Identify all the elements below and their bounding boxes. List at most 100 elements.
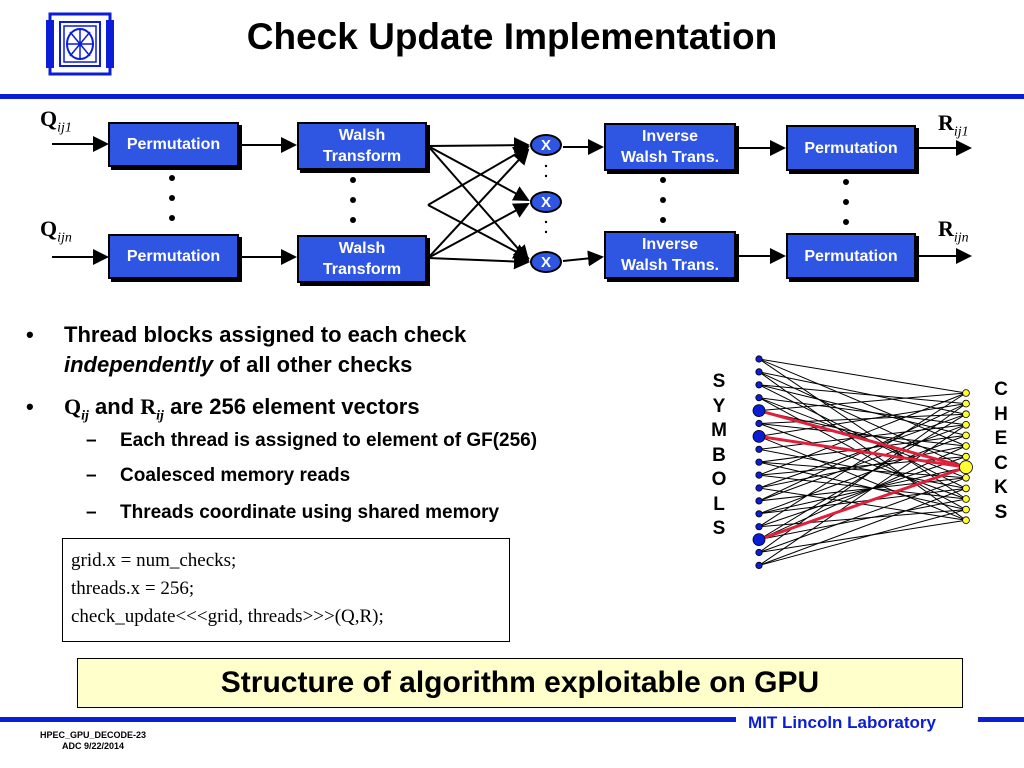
symbol-node [755,458,763,466]
symbol-node [755,381,763,389]
check-node [962,410,970,419]
graph-edge [758,509,967,566]
page-title: Check Update Implementation [246,16,778,57]
x-inv-arrow-bottom [562,250,604,267]
symbol-node [755,394,763,402]
graph-edge [758,358,967,394]
graph-edge [758,498,967,541]
check-node [959,460,973,475]
graph-edge [758,477,967,502]
bullet-dot: • [26,394,34,419]
multiply-node-top: X [530,134,562,156]
graph-edge [758,477,967,553]
graph-edge [758,445,967,489]
bottom-rule-left [0,717,736,722]
check-update-diagram [52,136,972,270]
graph-edge [758,392,967,412]
symbol-node [752,404,766,418]
ellipsis-dots [169,164,849,234]
graph-edge [758,424,967,502]
graph-edge [758,519,967,553]
check-node [962,399,970,408]
code-line: threads.x = 256; [71,578,195,599]
lab-name: MIT Lincoln Laboratory [748,713,936,732]
symbol-node [752,429,766,443]
graph-edge [758,487,967,566]
check-node [962,431,970,440]
graph-edge [758,384,967,405]
check-node [962,473,970,482]
sub-bullet-1: –Each thread is assigned to element of G… [86,430,538,451]
bullet-dot: • [26,322,34,347]
symbol-node [752,533,766,546]
permutation-box-out-top: Permutation [786,125,916,171]
check-node [962,505,970,514]
symbol-node [755,471,763,479]
symbol-node [755,548,763,557]
graph-edge [758,456,967,528]
graph-edge [758,474,967,500]
graph-edge [758,397,967,511]
check-node [962,452,970,461]
input-label-top: Qij1 [40,106,72,136]
graph-edge [758,434,967,463]
graph-edge [758,461,967,479]
highlight-edge [758,409,967,469]
multiply-node-middle: X [530,191,562,213]
output-label-bottom: Rijn [938,216,969,246]
permutation-box-out-bottom: Permutation [786,233,916,279]
graph-edge [758,392,967,476]
code-line: check_update<<<grid, threads>>>(Q,R); [71,606,384,627]
graph-edge [758,423,967,500]
multiply-node-bottom: X [530,251,562,273]
bottom-rule-right [978,717,1024,722]
symbol-node [755,368,763,376]
permutation-box-top: Permutation [108,122,239,167]
slide-footer: HPEC_GPU_DECODE-23 ADC 9/22/2014 [40,730,147,751]
symbol-node [755,510,763,518]
symbol-node [755,419,763,428]
symbol-node [755,445,763,453]
symbol-node [755,561,763,570]
bullet-1: • Thread blocks assigned to each check i… [26,322,467,377]
graph-edge [758,413,967,541]
graph-edge [758,403,967,437]
graph-edge [758,456,967,476]
graph-edge [758,424,967,566]
input-label-bottom: Qijn [40,216,72,246]
sub-bullet-3: –Threads coordinate using shared memory [86,502,500,523]
permutation-box-bottom: Permutation [108,234,239,279]
check-node [962,495,970,503]
mit-ll-logo [44,10,116,78]
check-node [962,389,970,397]
highlight-edge [758,434,967,469]
summary-banner: Structure of algorithm exploitable on GP… [77,658,963,708]
tanner-graph [752,355,973,570]
graph-edge [758,466,967,515]
sub-bullet-2: –Coalesced memory reads [86,465,351,486]
check-node [962,442,970,450]
graph-edge [758,487,967,515]
bullet-2: • Qij and Rij are 256 element vectors [26,394,420,424]
graph-edge [758,358,967,447]
top-rule [0,94,1024,99]
symbol-node [755,484,763,492]
check-node [962,516,970,524]
graph-edge [758,392,967,528]
code-line: grid.x = num_checks; [71,550,237,571]
code-snippet-box: grid.x = num_checks; threads.x = 256; ch… [62,538,510,642]
highlight-edge [758,465,967,542]
output-label-top: Rij1 [938,110,969,140]
symbol-node [755,497,763,505]
symbol-node [755,523,763,531]
symbol-node [755,355,763,363]
check-node [962,484,970,493]
graph-edge [758,423,967,447]
check-node [962,420,970,429]
